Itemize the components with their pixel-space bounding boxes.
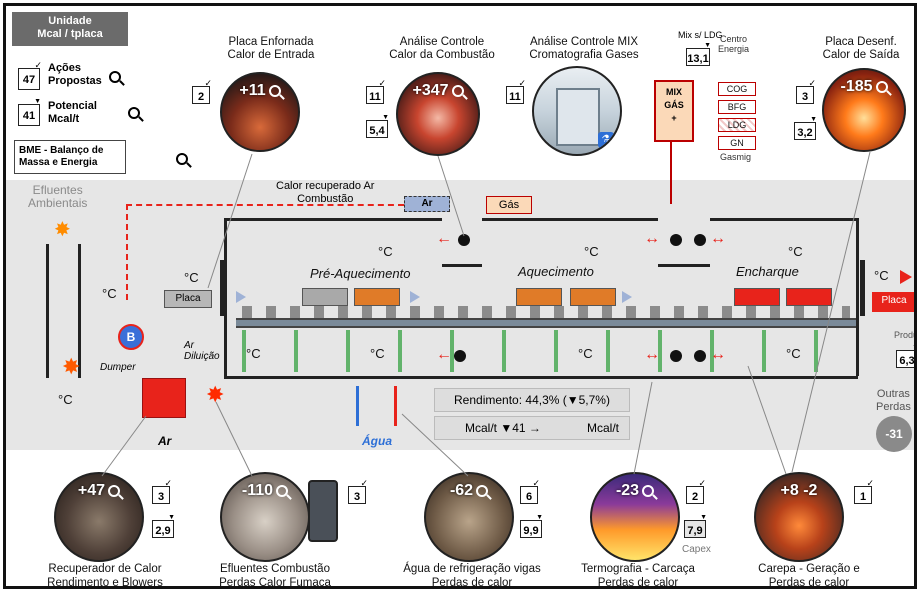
- connector-lines: [6, 6, 917, 589]
- furnace-energy-balance-panel: Unidade Mcal / tplaca 47 Ações Propostas…: [3, 3, 917, 589]
